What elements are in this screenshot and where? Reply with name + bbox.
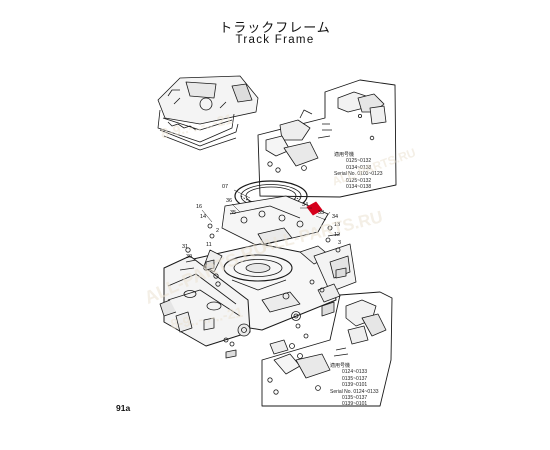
inset-bottom-line-2: 0139~0101 — [342, 382, 368, 389]
callout-31: 31 — [182, 244, 188, 250]
callout-11: 11 — [206, 242, 212, 248]
inset-bottom-line-5: 0139~0101 — [342, 401, 368, 408]
inset-top-line-4: 0125~0132 — [346, 177, 372, 184]
inset-top-box — [257, 79, 397, 198]
inset-bottom-header: 適用号機 — [330, 363, 351, 369]
inset-bottom-line-0: 0124~0133 — [342, 369, 368, 376]
title-english: Track Frame — [235, 34, 315, 46]
inset-top-serial: 適用号機 0125~0132 0134~0138 Serial No. 0103… — [334, 152, 383, 190]
inset-bottom-line-3: Serial No. 0124~0133 — [330, 388, 379, 395]
callout-35: 35 — [230, 210, 236, 216]
page-number: 91a — [116, 403, 131, 413]
callout-13: 13 — [334, 222, 340, 228]
highlighted-part — [306, 201, 323, 216]
callout-34-b: 34 — [332, 214, 338, 220]
callout-07: 07 — [222, 184, 228, 190]
callout-30: 30 — [186, 254, 192, 260]
callout-2: 2 — [216, 228, 219, 234]
inset-bottom-serial: 適用号機 0124~0133 0135~0137 0139~0101 Seria… — [330, 363, 379, 408]
inset-top-line-2: 0134~0138 — [346, 164, 372, 171]
callout-36: 36 — [226, 198, 232, 204]
inset-bottom-box — [261, 291, 393, 407]
callout-12: 12 — [334, 232, 340, 238]
inset-bottom-line-1: 0135~0137 — [342, 375, 368, 382]
callout-16: 16 — [196, 204, 202, 210]
callout-leaders — [201, 189, 331, 223]
small-parts — [175, 223, 347, 359]
callout-3: 3 — [338, 240, 341, 246]
inset-top-line-1: 0125~0132 — [346, 158, 372, 165]
excavator-thumbnail — [157, 75, 259, 151]
callout-34-a: 34 — [302, 202, 308, 208]
upper-frame-block — [221, 195, 329, 247]
inset-bottom-line-4: 0135~0137 — [342, 395, 368, 402]
title-japanese: トラックフレーム — [219, 20, 331, 35]
callout-33: 33 — [318, 210, 324, 216]
inset-top-header: 適用号機 — [334, 152, 355, 158]
inset-top-line-0: Serial No. 0103~0123 — [334, 171, 383, 178]
callout-14: 14 — [200, 214, 206, 220]
inset-top-line-5: 0134~0138 — [346, 184, 372, 191]
